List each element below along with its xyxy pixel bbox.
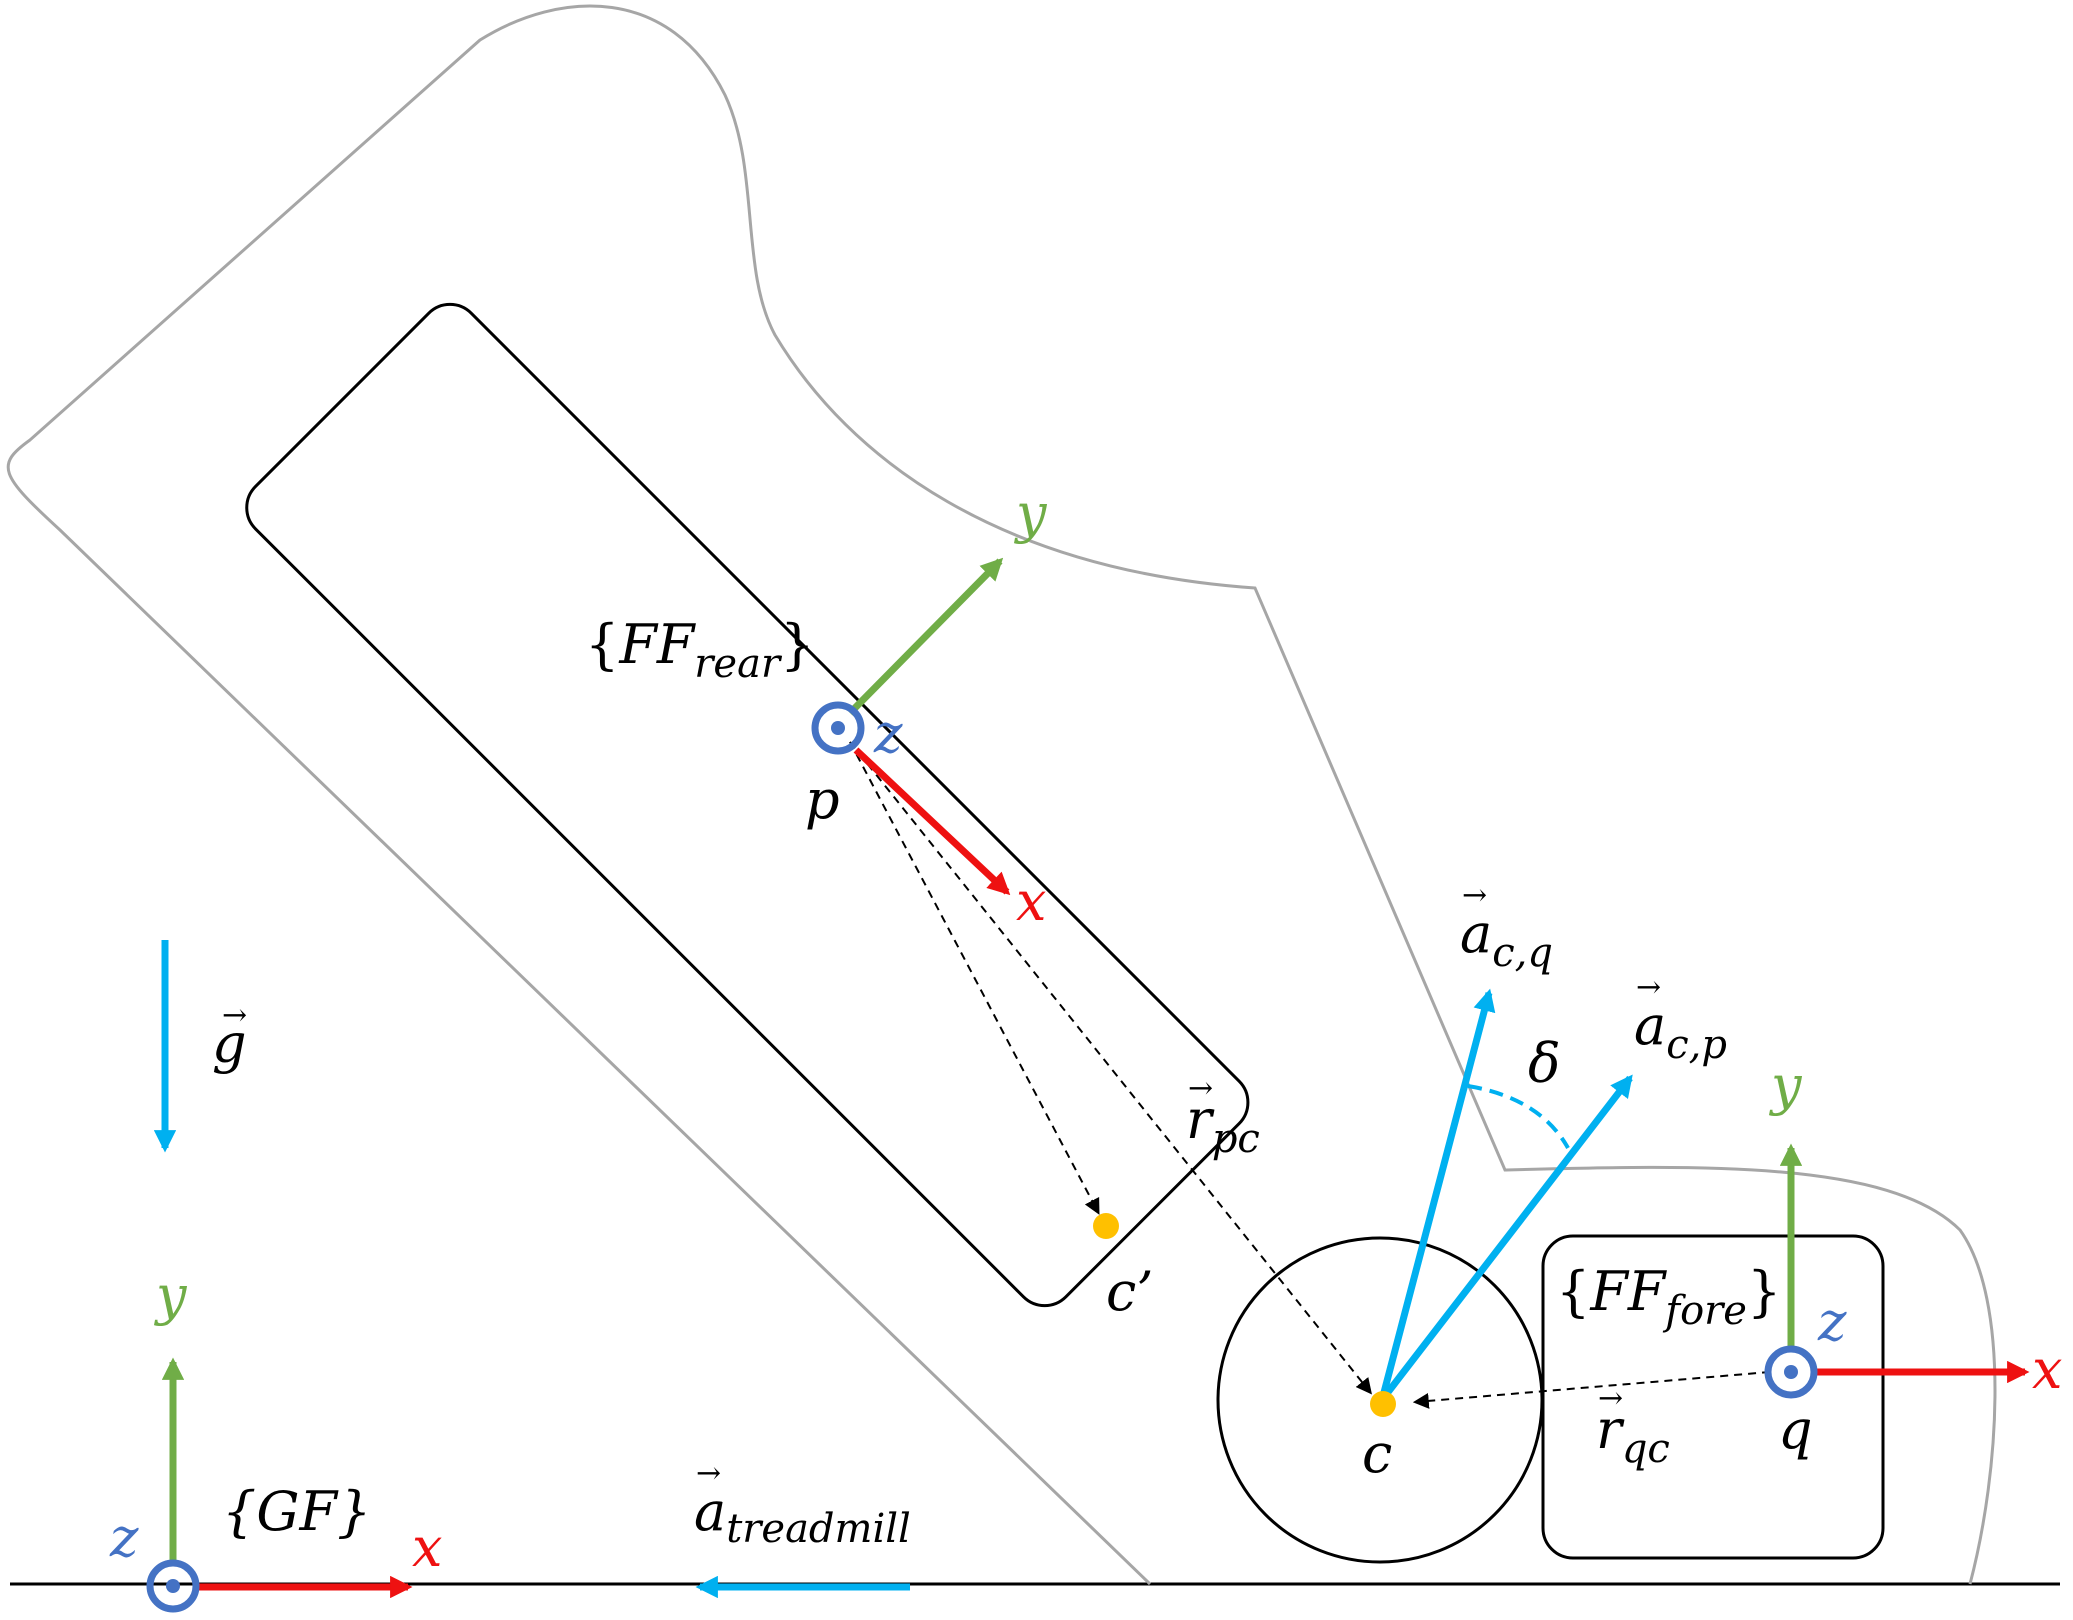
global-frame-y-label: y bbox=[154, 1264, 188, 1327]
svg-text:→: → bbox=[1188, 1071, 1213, 1106]
svg-text:ac,q: ac,q bbox=[1460, 902, 1553, 976]
rear-frame-x-axis bbox=[853, 747, 1011, 896]
point-c bbox=[1370, 1391, 1396, 1417]
svg-text:→: → bbox=[1636, 970, 1661, 1005]
svg-text:ac,p: ac,p bbox=[1634, 994, 1727, 1068]
svg-text:→: → bbox=[696, 1456, 721, 1491]
fore-frame-y-label: y bbox=[1769, 1054, 1803, 1117]
foot-outline bbox=[6, 4, 1997, 1586]
global-frame-x-label: x bbox=[412, 1516, 442, 1579]
svg-text:→: → bbox=[1462, 878, 1487, 913]
a-cp-label: ac,p → bbox=[1634, 970, 1727, 1068]
rear-frame-y-label: y bbox=[1014, 482, 1048, 545]
c-prime-label: c’ bbox=[1106, 1260, 1153, 1323]
gf-label: {GF} bbox=[222, 1480, 371, 1543]
a-cq-label: ac,q → bbox=[1460, 878, 1553, 976]
fore-frame-x-label: x bbox=[2032, 1338, 2062, 1401]
svg-text:g: g bbox=[212, 1012, 247, 1075]
p-label: p bbox=[805, 768, 840, 831]
r-pc-vector bbox=[849, 741, 1372, 1395]
r-qc-vector bbox=[1412, 1371, 1771, 1409]
r-pc-label: rpc → bbox=[1186, 1071, 1260, 1162]
rear-sensor-box bbox=[245, 302, 1250, 1308]
svg-text:→: → bbox=[1598, 1381, 1623, 1416]
fore-frame-z-label: z bbox=[1817, 1290, 1847, 1353]
c-label: c bbox=[1362, 1422, 1392, 1485]
r-qc-label: rqc → bbox=[1596, 1381, 1670, 1472]
ff-fore-label: {FFfore} bbox=[1556, 1260, 1781, 1334]
rear-frame-y-axis bbox=[847, 557, 1004, 716]
a-treadmill-label: atreadmill → bbox=[694, 1456, 911, 1552]
rear-frame-x-label: x bbox=[1016, 870, 1046, 933]
delta-label: δ bbox=[1528, 1032, 1561, 1095]
svg-text:rpc: rpc bbox=[1186, 1088, 1260, 1162]
point-c-prime bbox=[1093, 1213, 1119, 1239]
global-frame-z-label: z bbox=[109, 1506, 139, 1569]
svg-text:→: → bbox=[222, 998, 247, 1033]
contact-circle bbox=[1216, 1236, 1544, 1564]
a-cp-vector bbox=[1379, 1074, 1633, 1403]
ff-rear-label: {FFrear} bbox=[585, 613, 814, 687]
rear-frame-z-label: z bbox=[873, 702, 903, 765]
fore-frame-z-axis-icon bbox=[1764, 1345, 1818, 1399]
svg-text:atreadmill: atreadmill bbox=[694, 1480, 911, 1552]
g-label: g → bbox=[212, 998, 247, 1075]
global-frame-z-axis-icon bbox=[146, 1559, 200, 1613]
rear-frame-z-axis-icon bbox=[811, 701, 865, 755]
q-label: q bbox=[1778, 1398, 1813, 1461]
p-to-cprime-vector bbox=[849, 741, 1100, 1215]
svg-text:rqc: rqc bbox=[1596, 1398, 1670, 1472]
a-cq-vector bbox=[1378, 988, 1496, 1401]
